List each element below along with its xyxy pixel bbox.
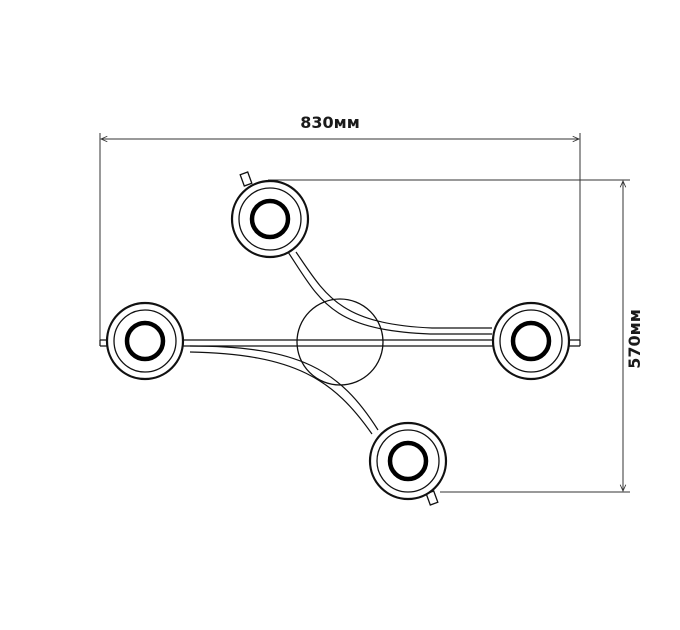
center-base: [296, 298, 384, 386]
lamp-right: [491, 301, 571, 381]
height-dimension: 570мм: [268, 179, 644, 493]
width-label: 830мм: [300, 113, 360, 132]
width-dimension: 830мм: [99, 113, 581, 345]
lamp-left: [105, 301, 185, 381]
height-label: 570мм: [625, 309, 644, 369]
lamp-top: [230, 179, 310, 259]
curved-arm-bottom: [189, 345, 379, 435]
curved-arm-top: [287, 251, 492, 335]
top-lamp-knob: [239, 171, 253, 187]
lamp-bottom: [368, 421, 448, 501]
